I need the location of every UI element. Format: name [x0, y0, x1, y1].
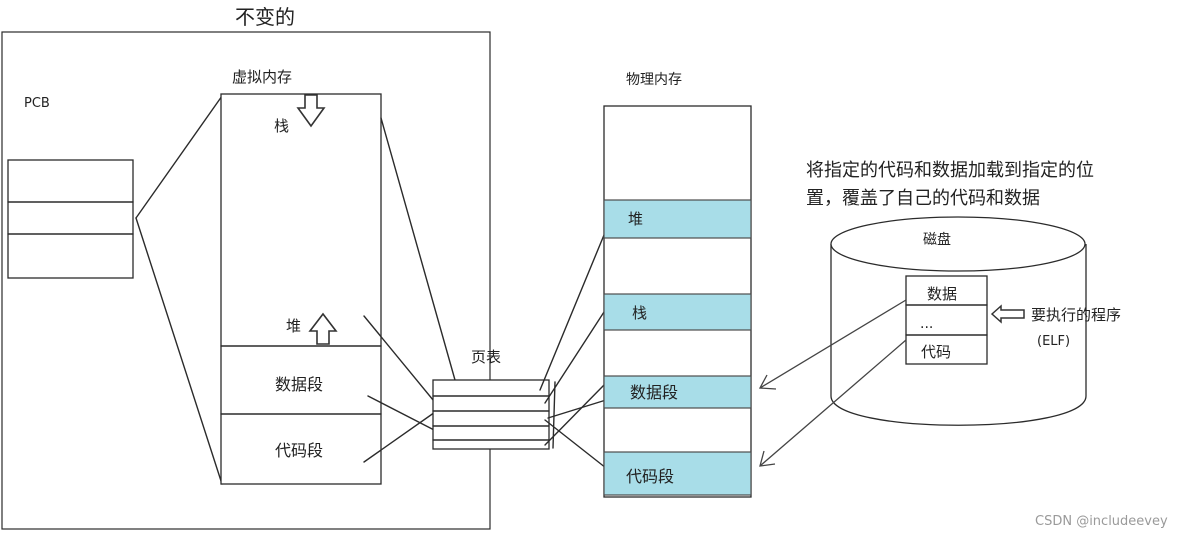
pcb-label: PCB	[24, 96, 50, 111]
virtual-memory-box	[220, 93, 382, 485]
watermark: CSDN @includeevey	[1035, 514, 1168, 529]
disk-code-label: 代码	[921, 343, 951, 361]
physical-data-segment-block	[603, 375, 752, 409]
virtual-heap-label: 堆	[286, 317, 301, 335]
physical-code-segment-block	[603, 451, 752, 496]
virtual-code-segment-label: 代码段	[275, 441, 323, 460]
heap-grow-up-arrow-icon	[308, 312, 338, 345]
elf-label: (ELF)	[1037, 334, 1070, 349]
title-unchanged: 不变的	[235, 5, 295, 29]
pcb-box	[7, 159, 134, 279]
load-arrows	[758, 299, 907, 467]
disk-ellipsis-label: ...	[920, 316, 933, 332]
pagetable-to-physical-lines	[539, 234, 607, 469]
physical-memory-title: 物理内存	[626, 72, 682, 88]
note-line-2: 置，覆盖了自己的代码和数据	[806, 188, 1040, 209]
note-line-1: 将指定的代码和数据加载到指定的位	[806, 160, 1094, 181]
virtual-memory-title: 虚拟内存	[232, 68, 292, 86]
physical-stack-label: 栈	[632, 304, 647, 322]
virtual-stack-label: 栈	[274, 117, 289, 135]
physical-heap-label: 堆	[628, 210, 643, 228]
page-table-box	[432, 379, 550, 450]
virtual-data-segment-label: 数据段	[275, 375, 323, 394]
physical-heap-block	[603, 199, 752, 239]
program-label: 要执行的程序	[1031, 306, 1121, 324]
physical-data-segment-label: 数据段	[630, 383, 678, 402]
stack-grow-down-arrow-icon	[296, 94, 326, 128]
program-pointer-arrow-icon	[990, 304, 1025, 324]
disk-data-label: 数据	[927, 285, 957, 303]
physical-stack-block	[603, 293, 752, 331]
unchanged-frame	[1, 31, 491, 530]
virtual-to-pagetable-lines	[363, 117, 456, 463]
disk-title: 磁盘	[923, 231, 951, 248]
page-table-label: 页表	[471, 348, 501, 366]
pcb-to-virtual-connectors	[135, 95, 223, 485]
disk-program-box	[905, 275, 988, 365]
physical-code-segment-label: 代码段	[626, 467, 674, 486]
